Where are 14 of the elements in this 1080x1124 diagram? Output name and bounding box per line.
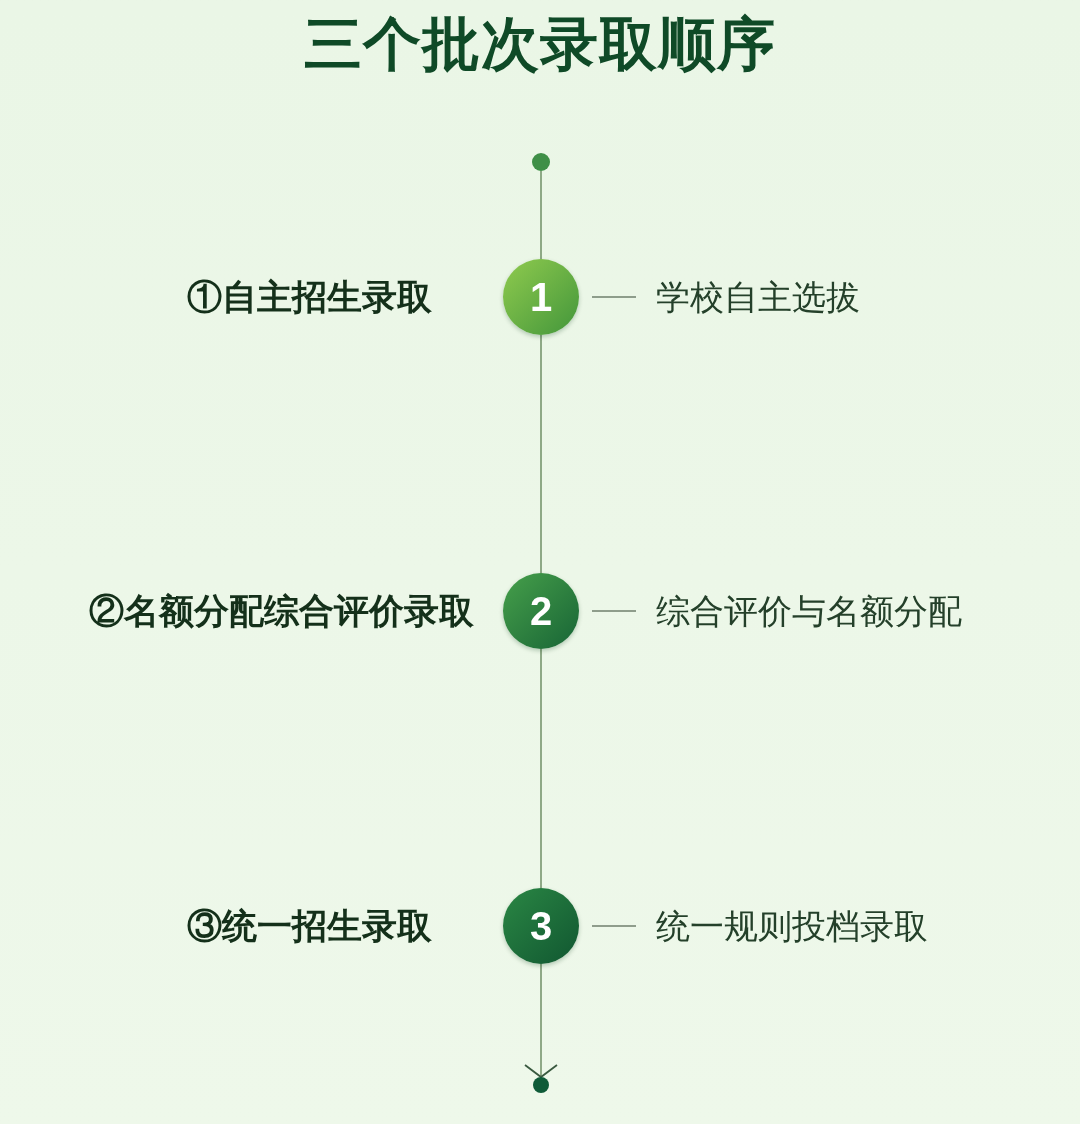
step-label: ③统一招生录取: [187, 905, 432, 947]
timeline-line: [540, 170, 542, 260]
connector-dash: [591, 610, 637, 612]
step-label: ①自主招生录取: [187, 276, 432, 318]
timeline-arrow: [524, 963, 558, 1078]
step-description: 综合评价与名额分配: [656, 590, 962, 632]
connector-dash: [591, 925, 637, 927]
connector-dash: [591, 296, 637, 298]
timeline-line: [540, 334, 542, 574]
step-description: 学校自主选拔: [656, 276, 860, 318]
timeline-line: [540, 648, 542, 889]
title: 三个批次录取顺序: [304, 10, 776, 78]
step-description: 统一规则投档录取: [656, 905, 928, 947]
step-label: ②名额分配综合评价录取: [89, 590, 474, 632]
